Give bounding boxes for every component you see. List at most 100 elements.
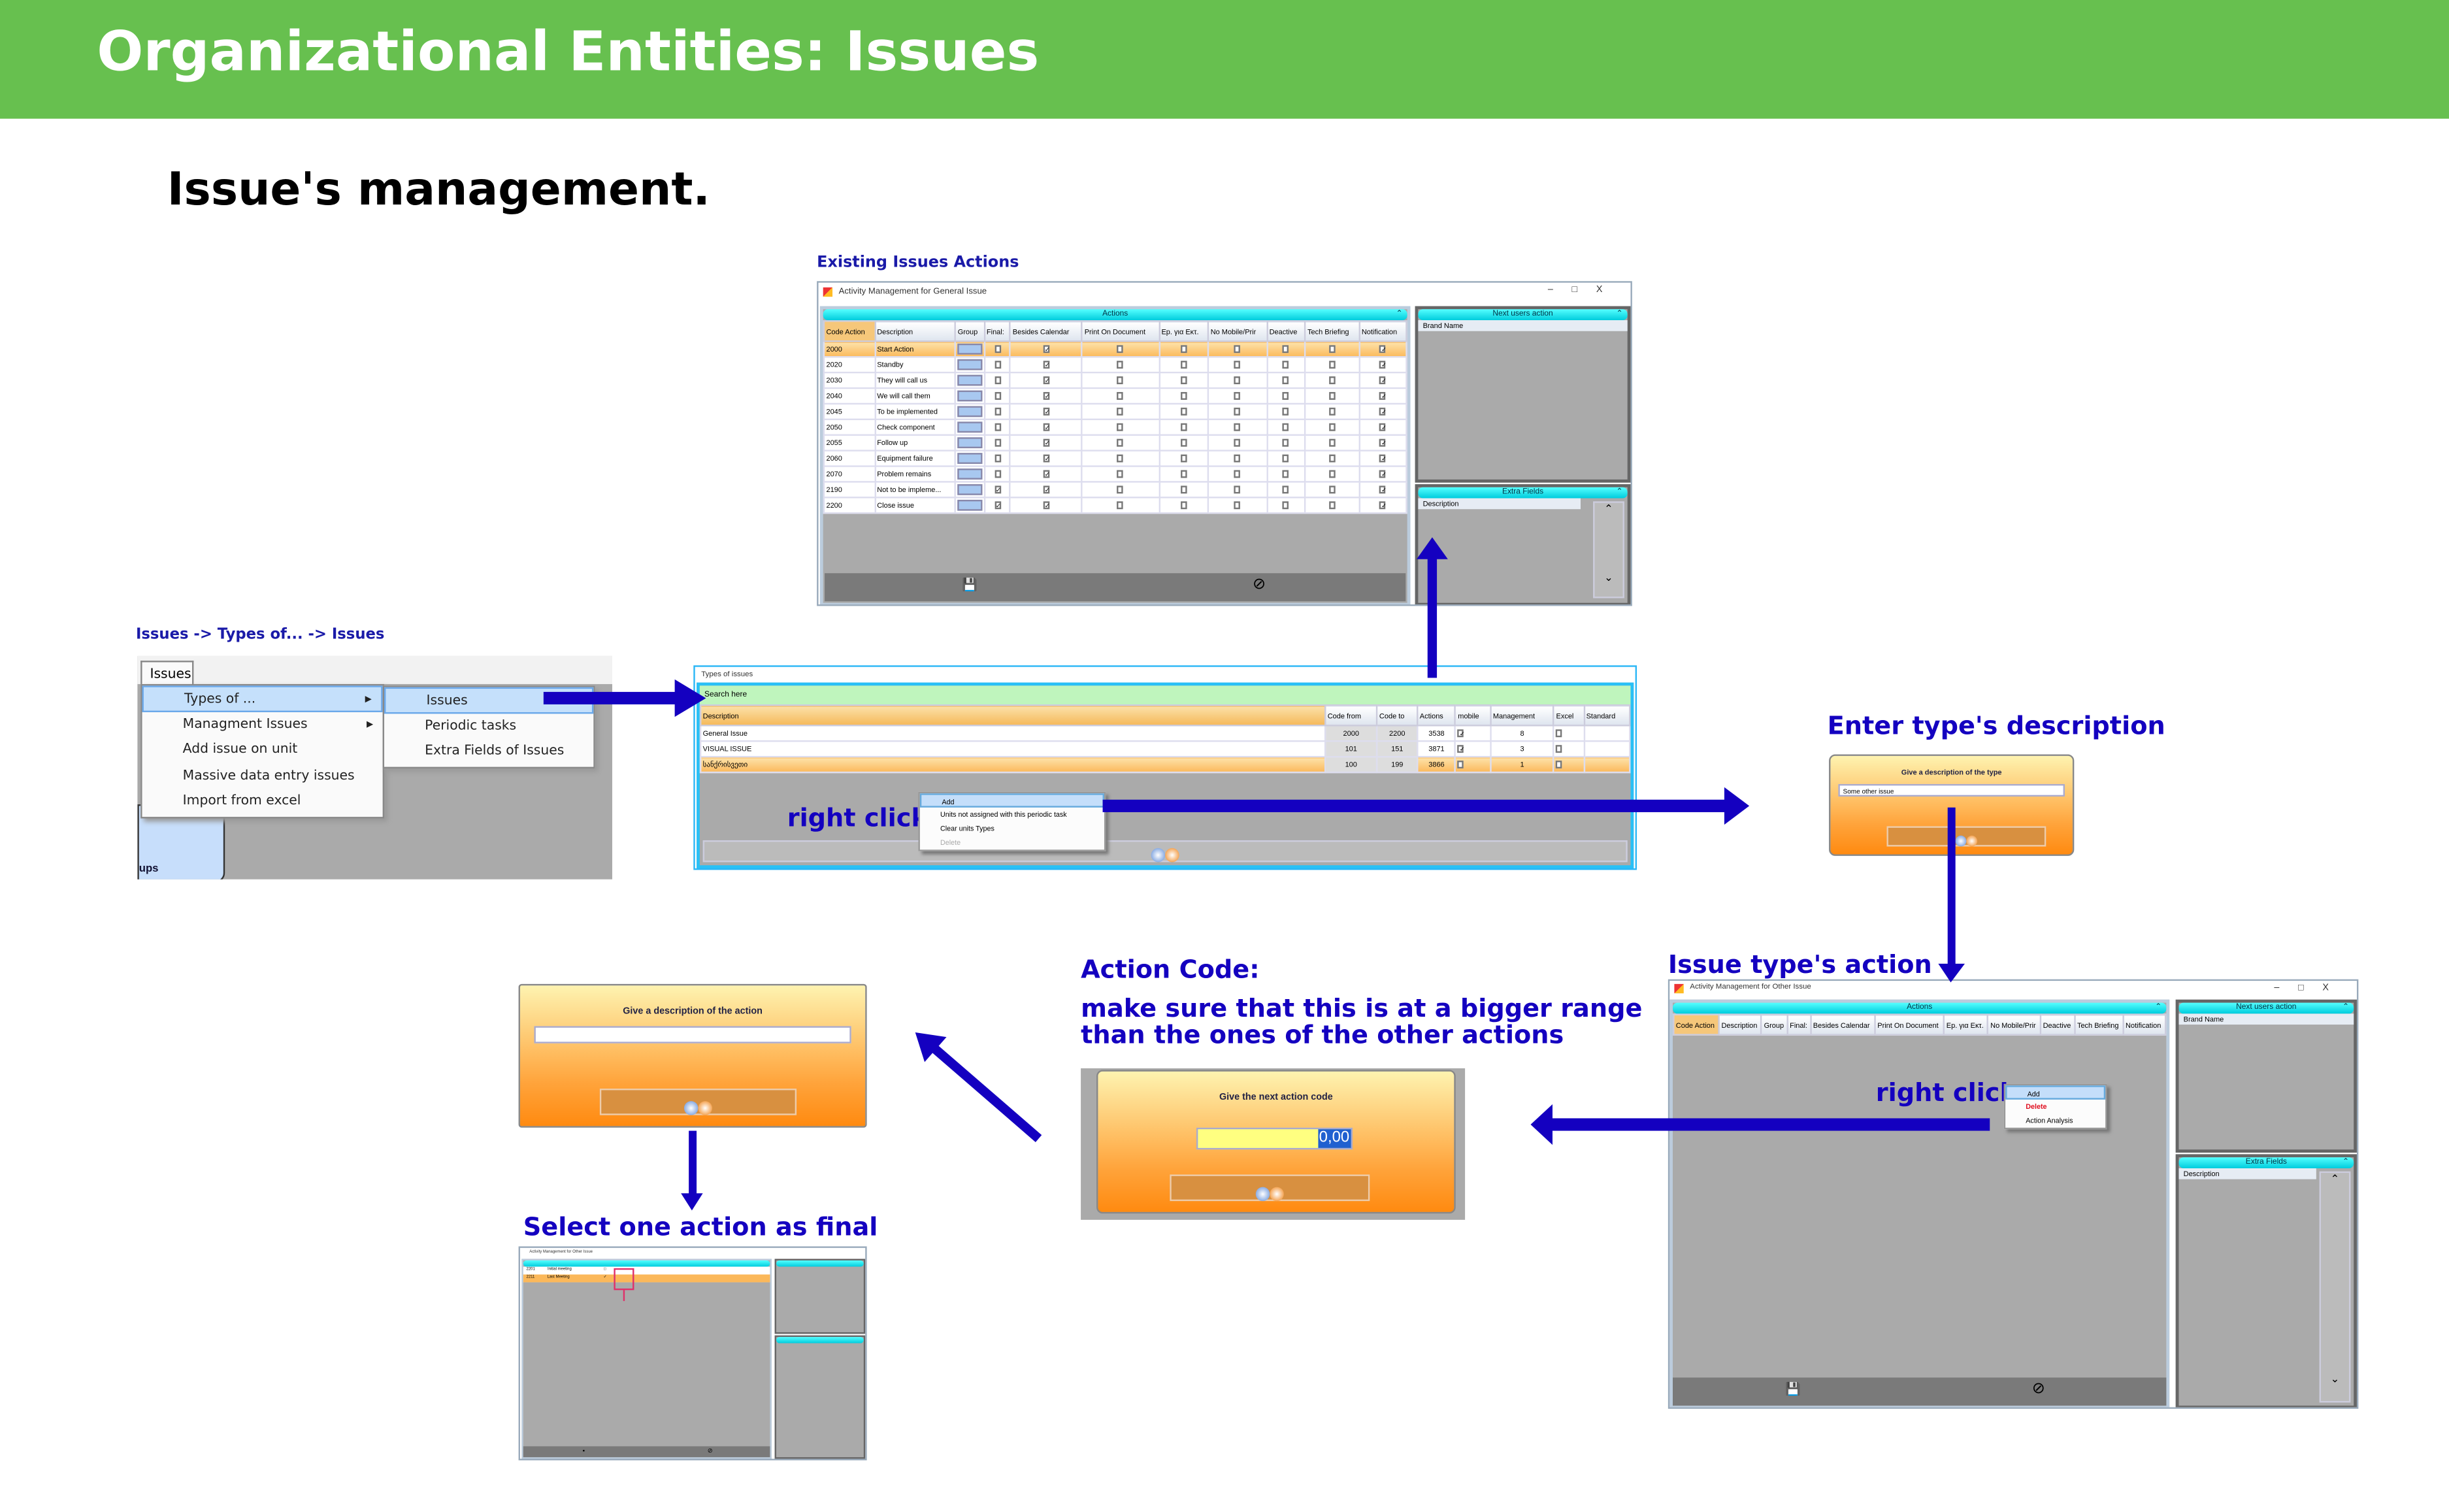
checkbox-unchecked[interactable] (1234, 469, 1241, 478)
checkbox-unchecked[interactable] (1283, 375, 1290, 384)
check-cell[interactable] (1266, 481, 1306, 499)
checkbox-unchecked[interactable] (1180, 359, 1187, 368)
checkbox-checked[interactable]: ✓ (1379, 376, 1387, 385)
checkbox-unchecked[interactable] (1180, 469, 1187, 478)
group-field[interactable] (957, 343, 982, 355)
check-cell[interactable] (1266, 450, 1306, 467)
check-cell[interactable]: ✓ (1009, 340, 1083, 358)
group-field[interactable] (957, 421, 982, 433)
checkbox-unchecked[interactable] (1180, 422, 1187, 431)
standard-cell[interactable] (1583, 725, 1631, 742)
cancel-icon[interactable]: ⊘ (707, 1446, 713, 1454)
menu-item[interactable]: Import from excel (182, 793, 301, 810)
checkbox-unchecked[interactable] (1180, 344, 1187, 353)
check-cell[interactable]: ✓ (1009, 387, 1083, 405)
check-cell[interactable] (983, 371, 1011, 389)
column-header[interactable]: Besides Calendar (1810, 1013, 1876, 1036)
checkbox-unchecked[interactable] (1329, 485, 1336, 493)
check-cell[interactable] (1081, 497, 1160, 514)
check-cell[interactable]: ✓ (1009, 481, 1083, 499)
extra-fields-scrollbar[interactable]: ⌃⌄ (2319, 1171, 2351, 1403)
check-cell[interactable] (1207, 481, 1268, 499)
check-cell[interactable] (1158, 497, 1209, 514)
checkbox-unchecked[interactable] (1117, 422, 1124, 431)
check-cell[interactable] (1266, 387, 1306, 405)
group-cell[interactable] (954, 387, 985, 405)
check-cell[interactable] (1304, 418, 1360, 436)
checkbox-unchecked[interactable] (994, 438, 1001, 446)
checkbox-checked[interactable]: ✓ (1043, 361, 1050, 369)
checkbox-unchecked[interactable] (1234, 406, 1241, 415)
extra-fields-header[interactable]: Extra Fields⌃ (2178, 1157, 2354, 1168)
group-cell[interactable] (954, 465, 985, 483)
group-field[interactable] (957, 406, 982, 418)
check-cell[interactable]: ✓ (1009, 403, 1083, 420)
window-controls[interactable]: –□X (1547, 286, 1622, 295)
checkbox-checked[interactable]: ✓ (1379, 423, 1387, 431)
check-cell[interactable] (1081, 355, 1160, 374)
check-cell[interactable] (1081, 340, 1160, 358)
check-cell[interactable] (1081, 465, 1160, 483)
checkbox-unchecked[interactable] (1283, 453, 1290, 462)
checkbox-checked[interactable]: ✓ (994, 485, 1001, 494)
column-header[interactable]: Notification (1358, 320, 1407, 342)
check-cell[interactable] (983, 387, 1011, 405)
checkbox-unchecked[interactable] (1329, 501, 1336, 509)
column-header[interactable]: Code Action (823, 320, 876, 342)
group-cell[interactable] (954, 418, 985, 436)
checkbox-unchecked[interactable] (1329, 422, 1336, 431)
check-cell[interactable] (1207, 418, 1268, 436)
checkbox-unchecked[interactable] (1283, 344, 1290, 353)
excel-cell[interactable] (1553, 725, 1585, 742)
checkbox-checked[interactable]: ✓ (1458, 745, 1465, 753)
checkbox-checked[interactable]: ✓ (1043, 391, 1050, 400)
column-header[interactable]: Ep. για Εκτ. (1943, 1013, 1989, 1036)
cancel-icon[interactable] (698, 1101, 712, 1116)
check-cell[interactable] (1207, 355, 1268, 374)
check-cell[interactable] (1158, 403, 1209, 420)
checkbox-unchecked[interactable] (1329, 469, 1336, 478)
check-cell[interactable] (1081, 403, 1160, 420)
cancel-icon[interactable] (1966, 836, 1978, 847)
checkbox-unchecked[interactable] (1180, 438, 1187, 446)
checkbox-unchecked[interactable] (1117, 485, 1124, 493)
collapse-icon[interactable]: ⌃ (2342, 1002, 2350, 1012)
check-cell[interactable] (1304, 481, 1360, 499)
check-cell[interactable]: ✓ (1009, 434, 1083, 452)
checkbox-checked[interactable]: ✓ (1043, 423, 1050, 431)
group-cell[interactable] (954, 497, 985, 514)
checkbox-checked[interactable]: ✓ (1379, 470, 1387, 478)
checkbox-unchecked[interactable] (1117, 359, 1124, 368)
scroll-down-icon[interactable]: ⌄ (2330, 1374, 2340, 1386)
excel-cell[interactable] (1553, 740, 1585, 758)
column-header[interactable]: Description (699, 704, 1326, 727)
actions-panel-header[interactable]: Actions⌃ (1673, 1002, 2167, 1014)
checkbox-checked[interactable]: ✓ (1379, 407, 1387, 416)
column-header[interactable]: Actions (1416, 704, 1456, 727)
check-cell[interactable]: ✓ (1358, 481, 1407, 499)
checkbox-unchecked[interactable] (1329, 453, 1336, 462)
check-cell[interactable] (1304, 434, 1360, 452)
checkbox-unchecked[interactable] (1117, 406, 1124, 415)
checkbox-unchecked[interactable] (1234, 453, 1241, 462)
checkbox-unchecked[interactable] (1329, 438, 1336, 446)
final-checkbox-checked[interactable]: ✓ (603, 1274, 607, 1279)
check-cell[interactable] (983, 465, 1011, 483)
checkbox-checked[interactable]: ✓ (1379, 485, 1387, 494)
column-header[interactable]: Deactive (2039, 1013, 2076, 1036)
checkbox-checked[interactable]: ✓ (1043, 454, 1050, 463)
check-cell[interactable] (1158, 465, 1209, 483)
check-cell[interactable] (1304, 355, 1360, 374)
column-header[interactable]: Deactive (1266, 320, 1306, 342)
cancel-icon[interactable]: ⊘ (2031, 1381, 2045, 1398)
check-cell[interactable]: ✓ (1009, 355, 1083, 374)
checkbox-unchecked[interactable] (1117, 438, 1124, 446)
check-cell[interactable]: ✓ (1358, 387, 1407, 405)
check-cell[interactable] (1207, 387, 1268, 405)
checkbox-unchecked[interactable] (1329, 344, 1336, 353)
